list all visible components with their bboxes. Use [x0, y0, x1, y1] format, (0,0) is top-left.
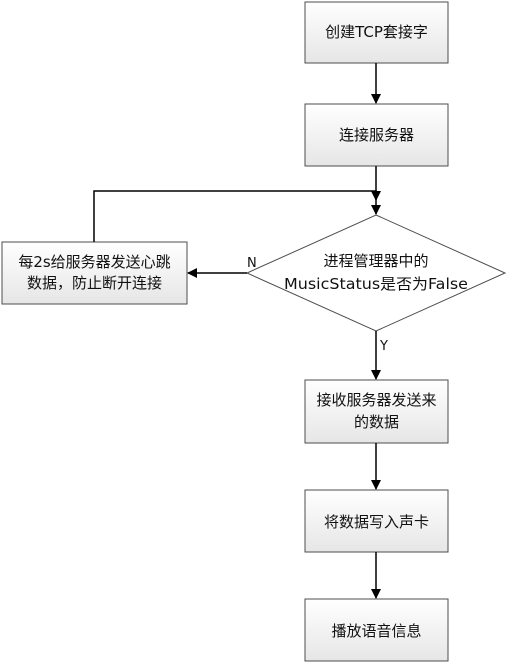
node-heartbeat-label-line2: 数据，防止断开连接: [27, 274, 162, 292]
decision-music-status: 进程管理器中的 MusicStatus是否为False: [245, 214, 507, 332]
node-receive-data: 接收服务器发送来 的数据: [304, 379, 449, 444]
node-heartbeat-label-line1: 每2s给服务器发送心跳: [18, 253, 170, 271]
node-play-audio: 播放语音信息: [304, 598, 449, 662]
node-heartbeat: 每2s给服务器发送心跳 数据，防止断开连接: [1, 241, 188, 305]
edge-heartbeat-loop-back: [93, 190, 381, 242]
node-connect-server: 连接服务器: [304, 103, 449, 167]
node-receive-data-label-line1: 接收服务器发送来: [316, 391, 436, 409]
decision-label-line1: 进程管理器中的: [323, 252, 428, 270]
edge-label-yes: Y: [379, 339, 388, 354]
node-write-soundcard: 将数据写入声卡: [304, 489, 449, 553]
node-receive-data-label-line2: 的数据: [354, 413, 399, 431]
decision-label-line2: MusicStatus是否为False: [284, 275, 468, 293]
node-play-audio-label: 播放语音信息: [331, 622, 421, 640]
node-create-socket-label: 创建TCP套接字: [325, 23, 428, 41]
node-connect-server-label: 连接服务器: [339, 126, 414, 144]
node-write-soundcard-label: 将数据写入声卡: [324, 513, 429, 531]
node-create-socket: 创建TCP套接字: [304, 1, 449, 64]
edge-label-no: N: [247, 256, 257, 271]
